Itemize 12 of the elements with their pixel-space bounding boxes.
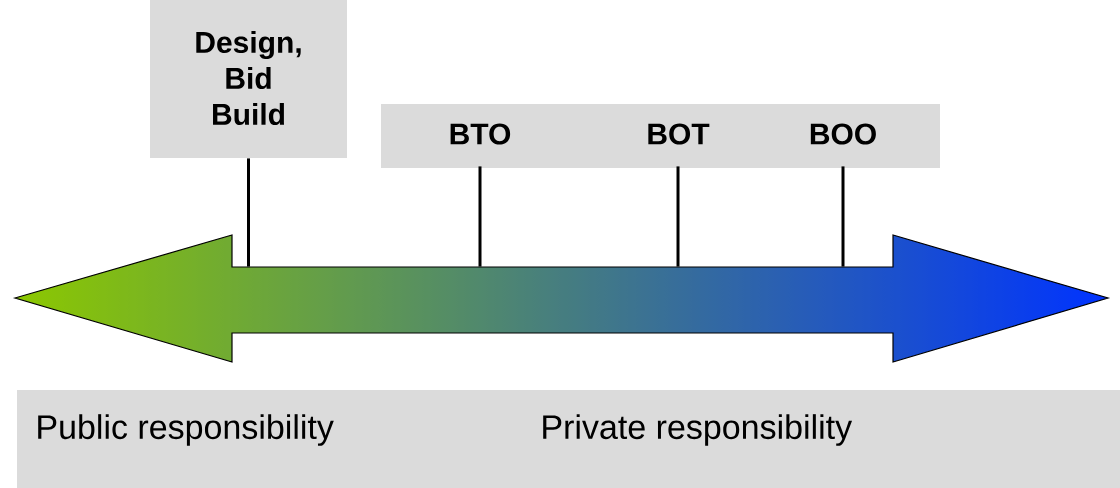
tick-line	[841, 166, 845, 267]
tick-label: BTO	[450, 123, 511, 145]
tick-line	[478, 166, 482, 267]
tick-label: BOT	[648, 123, 710, 145]
responsibility-band	[17, 390, 1120, 488]
tick-label: BOO	[810, 123, 876, 145]
label-box: Design, Bid Build	[150, 0, 347, 158]
band-text: Public responsibility	[38, 414, 334, 446]
header-band	[381, 104, 940, 168]
tick-line	[676, 166, 680, 267]
tick-line	[247, 158, 250, 267]
band-text: Private responsibility	[543, 414, 853, 446]
